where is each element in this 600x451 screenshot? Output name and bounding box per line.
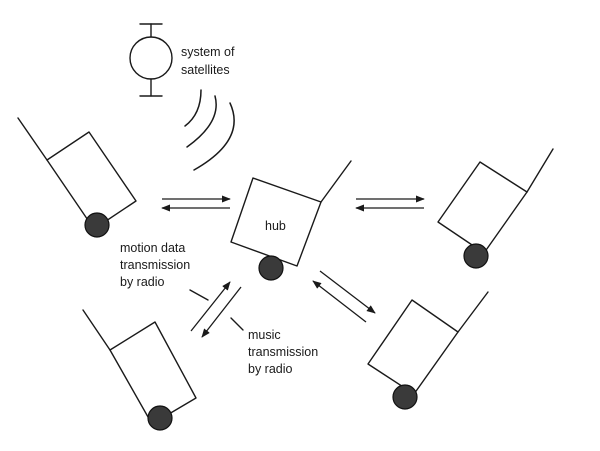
- music-label-line1: music: [248, 328, 281, 342]
- music-label-leader: [230, 317, 244, 331]
- motion-label-leader: [189, 289, 209, 301]
- device-top-right: [437, 148, 554, 269]
- arrow-to-hub-bottom-right: [312, 280, 367, 323]
- device-top-left: [17, 117, 137, 238]
- device-top-left-wheel: [84, 212, 110, 238]
- music-label-line2: transmission: [248, 345, 318, 359]
- music-label-line3: by radio: [248, 362, 293, 376]
- motion-label-line1: motion data: [120, 241, 185, 255]
- device-bottom-left: [82, 309, 197, 431]
- radio-waves-icon: [184, 89, 235, 171]
- hub-label: hub: [265, 219, 286, 233]
- hub-device: hub: [230, 160, 352, 281]
- satellites-label-line1: system of: [181, 45, 235, 59]
- device-bottom-left-wheel: [147, 405, 173, 431]
- satellite-icon: [129, 23, 173, 97]
- arrow-to-hub-bottom-left: [190, 281, 231, 332]
- device-top-right-wheel: [463, 243, 489, 269]
- hub-device-wheel: [258, 255, 284, 281]
- arrow-from-hub-bottom-right: [319, 270, 376, 314]
- device-bottom-right-wheel: [392, 384, 418, 410]
- motion-label-line2: transmission: [120, 258, 190, 272]
- satellites-label-line2: satellites: [181, 63, 230, 77]
- device-bottom-right: [367, 291, 489, 410]
- motion-label-line3: by radio: [120, 275, 165, 289]
- arrow-from-hub-bottom-left: [201, 286, 242, 338]
